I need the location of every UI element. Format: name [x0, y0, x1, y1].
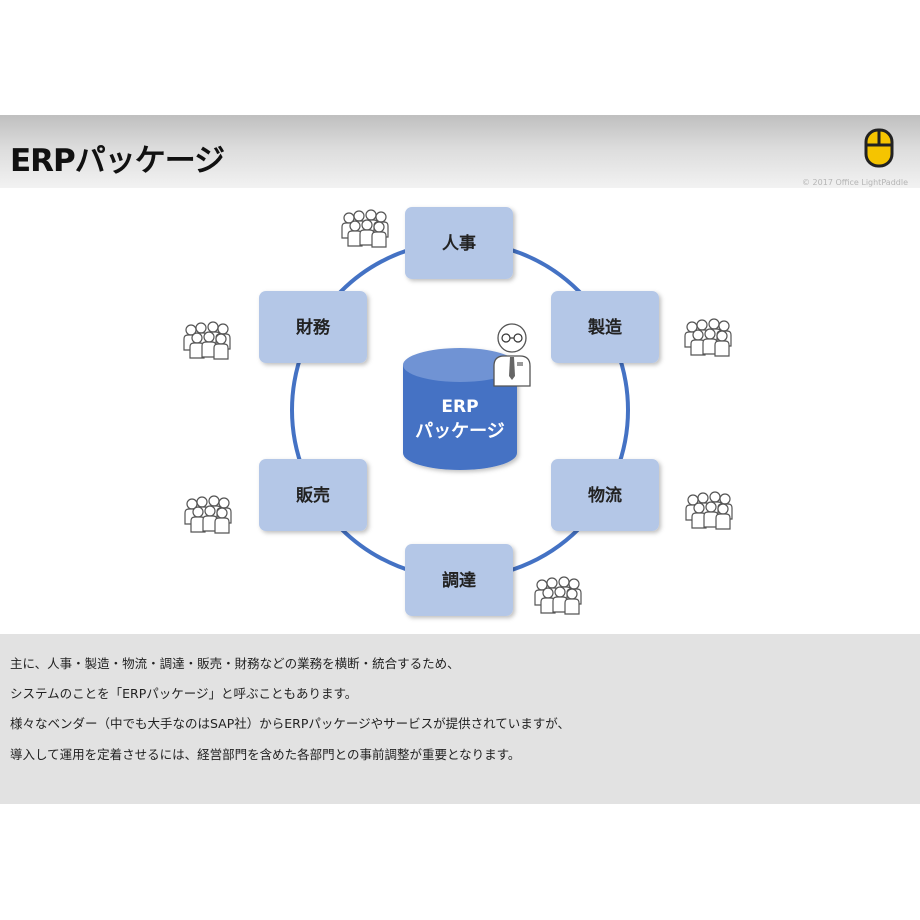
people-group-icon: [185, 496, 231, 533]
dept-label-bottom: 調達: [442, 570, 476, 591]
erp-diagram: 人事 製造 物流 調達 販売 財務 ERP パッケージ: [0, 207, 920, 616]
header-bar: ERPパッケージ: [0, 115, 920, 188]
dept-label-lower-left: 販売: [296, 485, 330, 506]
people-group-icon: [184, 322, 230, 359]
mouse-icon: [864, 128, 894, 168]
description-box: 主に、人事・製造・物流・調達・販売・財務などの業務を横断・統合するため、 システ…: [0, 634, 920, 804]
dept-box-lower-left: [259, 459, 367, 531]
people-group-icon: [535, 577, 581, 614]
people-group-icon: [685, 319, 731, 356]
dept-label-top: 人事: [442, 234, 476, 254]
copyright-text: © 2017 Office LightPaddle: [802, 178, 908, 187]
people-group-icon: [342, 210, 388, 247]
description-line: 様々なベンダー（中でも大手なのはSAP社）からERPパッケージやサービスが提供さ…: [10, 716, 571, 731]
description-line: システムのことを「ERPパッケージ」と呼ぶこともあります。: [10, 686, 358, 701]
center-label-line2: パッケージ: [415, 421, 505, 442]
dept-box-upper-left: [259, 291, 367, 363]
dept-box-top: [405, 207, 513, 279]
dept-label-upper-left: 財務: [295, 317, 331, 338]
description-line: 主に、人事・製造・物流・調達・販売・財務などの業務を横断・統合するため、: [10, 656, 460, 671]
dept-box-bottom: [405, 544, 513, 616]
database-cylinder: [403, 348, 517, 470]
dept-box-lower-right: [551, 459, 659, 531]
center-label-line1: ERP: [441, 397, 478, 417]
dept-label-upper-right: 製造: [587, 317, 623, 338]
page-title: ERPパッケージ: [10, 143, 225, 179]
description-line: 導入して運用を定着させるには、経営部門を含めた各部門との事前調整が重要となります…: [10, 747, 521, 762]
person-with-glasses-icon: [493, 323, 531, 387]
dept-box-upper-right: [551, 291, 659, 363]
dept-label-lower-right: 物流: [588, 485, 622, 506]
people-group-icon: [686, 492, 732, 529]
